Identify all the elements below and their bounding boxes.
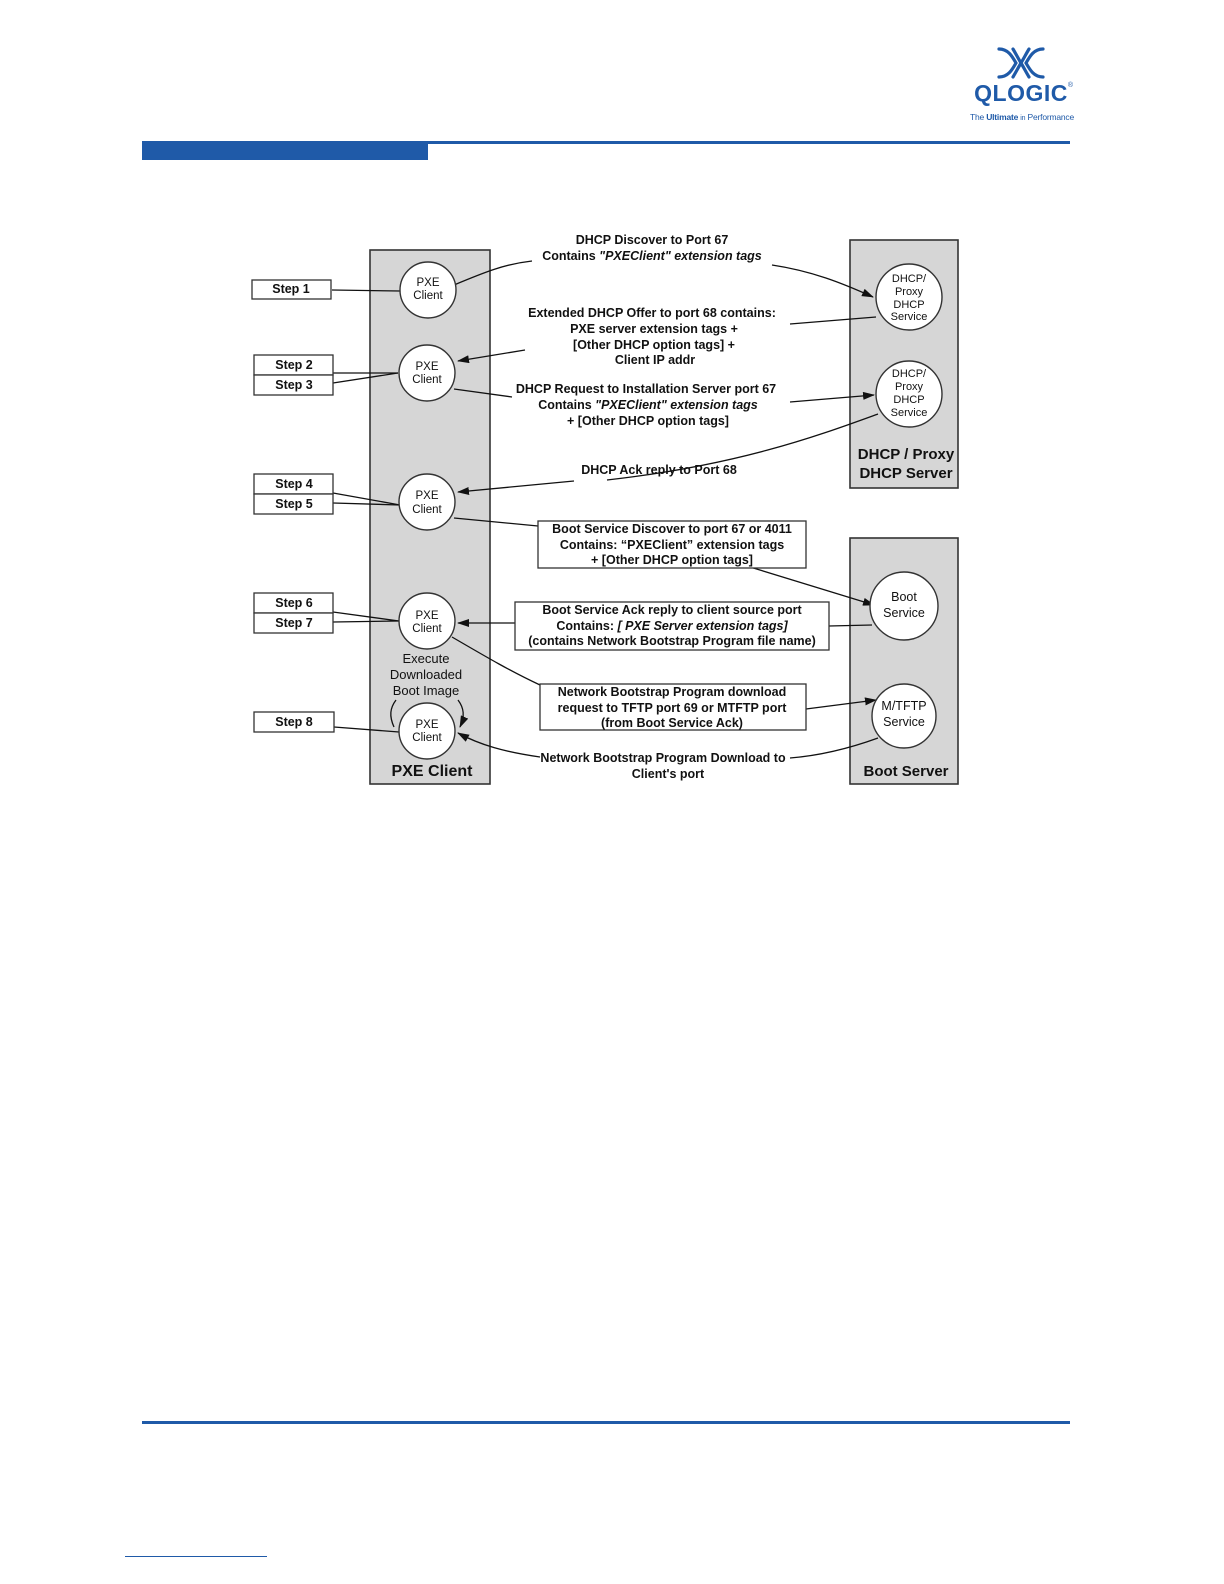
pxe-client-node-5-line2: Client — [412, 732, 442, 744]
msg-offer-line1: Extended DHCP Offer to port 68 contains: — [528, 306, 776, 320]
msg-boot-discover-line2: Contains: “PXEClient” extension tags — [560, 538, 784, 552]
pxe-client-node-2-line2: Client — [412, 374, 442, 386]
mtftp-service-node-line1: M/TFTP — [881, 699, 926, 713]
step-5-label: Step 5 — [275, 497, 313, 511]
msg-request-line2: Contains "PXEClient" extension tags — [538, 398, 758, 412]
msg-boot-discover-line3: + [Other DHCP option tags] — [591, 553, 753, 567]
dhcp-service-node-2-line1: DHCP/ — [892, 368, 927, 380]
msg-nbp-download-line1: Network Bootstrap Program Download to — [540, 751, 786, 765]
header-rule — [142, 141, 1070, 144]
pxe-client-node-3 — [398, 473, 456, 531]
dhcp-service-node-1-line3: DHCP — [893, 299, 924, 311]
dhcp-service-node-1-line4: Service — [891, 311, 928, 323]
msg-request-line3: + [Other DHCP option tags] — [567, 414, 729, 428]
pxe-client-node-3-line1: PXE — [415, 490, 438, 502]
pxe-client-node-5-line1: PXE — [415, 719, 438, 731]
logo-tagline: The Ultimate in Performance — [969, 112, 1074, 122]
step-4-label: Step 4 — [275, 477, 313, 491]
step-5-box — [253, 493, 334, 515]
msg-boot-ack-line3: (contains Network Bootstrap Program file… — [528, 634, 816, 648]
step-8-label: Step 8 — [275, 715, 313, 729]
dhcp-server-title-line2: DHCP Server — [859, 465, 952, 482]
step-1-box — [251, 279, 332, 300]
step-3-box — [253, 374, 334, 396]
boot-service-node — [869, 571, 939, 641]
pxe-client-node-1 — [399, 261, 457, 319]
step-7-label: Step 7 — [275, 616, 313, 630]
msg-request-line1: DHCP Request to Installation Server port… — [516, 382, 776, 396]
dhcp-service-node-2-line3: DHCP — [893, 394, 924, 406]
msg-nbp-request-line3: (from Boot Service Ack) — [601, 716, 743, 730]
pxe-client-node-3-line2: Client — [412, 504, 442, 516]
qlogic-logo: QLOGIC ® The Ultimate in Performance — [968, 46, 1074, 126]
msg-offer-line4: Client IP addr — [615, 353, 695, 367]
msg-discover-line2: Contains "PXEClient" extension tags — [542, 249, 762, 263]
dhcp-service-node-2-line4: Service — [891, 407, 928, 419]
logo-wordmark: QLOGIC — [974, 80, 1068, 106]
pxe-client-node-2-line1: PXE — [415, 361, 438, 373]
mtftp-service-node — [871, 683, 937, 749]
dhcp-service-node-1-line1: DHCP/ — [892, 273, 927, 285]
execute-label-line3: Boot Image — [393, 683, 460, 698]
mtftp-service-node-line2: Service — [883, 715, 925, 729]
execute-label-line2: Downloaded — [390, 667, 462, 682]
boot-service-node-line1: Boot — [891, 590, 917, 604]
msg-boot-ack-line2: Contains: [ PXE Server extension tags] — [556, 619, 788, 633]
pxe-client-node-4-line2: Client — [412, 623, 442, 635]
header-rule-tab — [142, 141, 428, 160]
dhcp-service-node-2 — [875, 360, 943, 428]
pxe-client-column-title: PXE Client — [392, 763, 474, 780]
qlogic-mark-icon — [997, 47, 1045, 79]
pxe-client-node-1-line2: Client — [413, 290, 443, 302]
dhcp-service-node-1-line2: Proxy — [895, 286, 924, 298]
boot-discover-box — [537, 520, 807, 569]
msg-offer-line3: [Other DHCP option tags] + — [573, 338, 735, 352]
boot-server-title: Boot Server — [863, 763, 948, 780]
msg-nbp-request-line2: request to TFTP port 69 or MTFTP port — [558, 701, 788, 715]
registered-mark: ® — [1067, 82, 1073, 89]
boot-ack-box — [514, 601, 830, 651]
pxe-client-node-4 — [398, 592, 456, 650]
dhcp-service-node-2-line2: Proxy — [895, 381, 924, 393]
footnote-rule — [125, 1556, 267, 1557]
step-3-label: Step 3 — [275, 378, 313, 392]
msg-nbp-request-line1: Network Bootstrap Program download — [558, 685, 787, 699]
pxe-client-node-5 — [398, 702, 456, 760]
msg-discover-line1: DHCP Discover to Port 67 — [576, 233, 729, 247]
step-1-label: Step 1 — [272, 282, 310, 296]
pxe-client-node-2 — [398, 344, 456, 402]
nbp-request-box — [539, 683, 807, 731]
dhcp-server-title-line1: DHCP / Proxy — [858, 446, 955, 463]
pxe-client-node-1-line1: PXE — [416, 277, 439, 289]
step-8-box — [253, 711, 335, 733]
footer-rule — [142, 1421, 1070, 1424]
step-2-label: Step 2 — [275, 358, 313, 372]
execute-label-line1: Execute — [403, 651, 450, 666]
pxe-client-node-4-line1: PXE — [415, 610, 438, 622]
msg-boot-discover-line1: Boot Service Discover to port 67 or 4011 — [552, 522, 792, 536]
step-7-box — [253, 612, 334, 634]
dhcp-service-node-1 — [875, 263, 943, 331]
msg-boot-ack-line1: Boot Service Ack reply to client source … — [542, 603, 802, 617]
msg-ack: DHCP Ack reply to Port 68 — [581, 463, 737, 477]
boot-service-node-line2: Service — [883, 606, 925, 620]
msg-offer-line2: PXE server extension tags + — [570, 322, 738, 336]
msg-nbp-download-line2: Client's port — [632, 767, 705, 781]
step-6-label: Step 6 — [275, 596, 313, 610]
execute-label: Execute Downloaded Boot Image — [390, 651, 462, 698]
